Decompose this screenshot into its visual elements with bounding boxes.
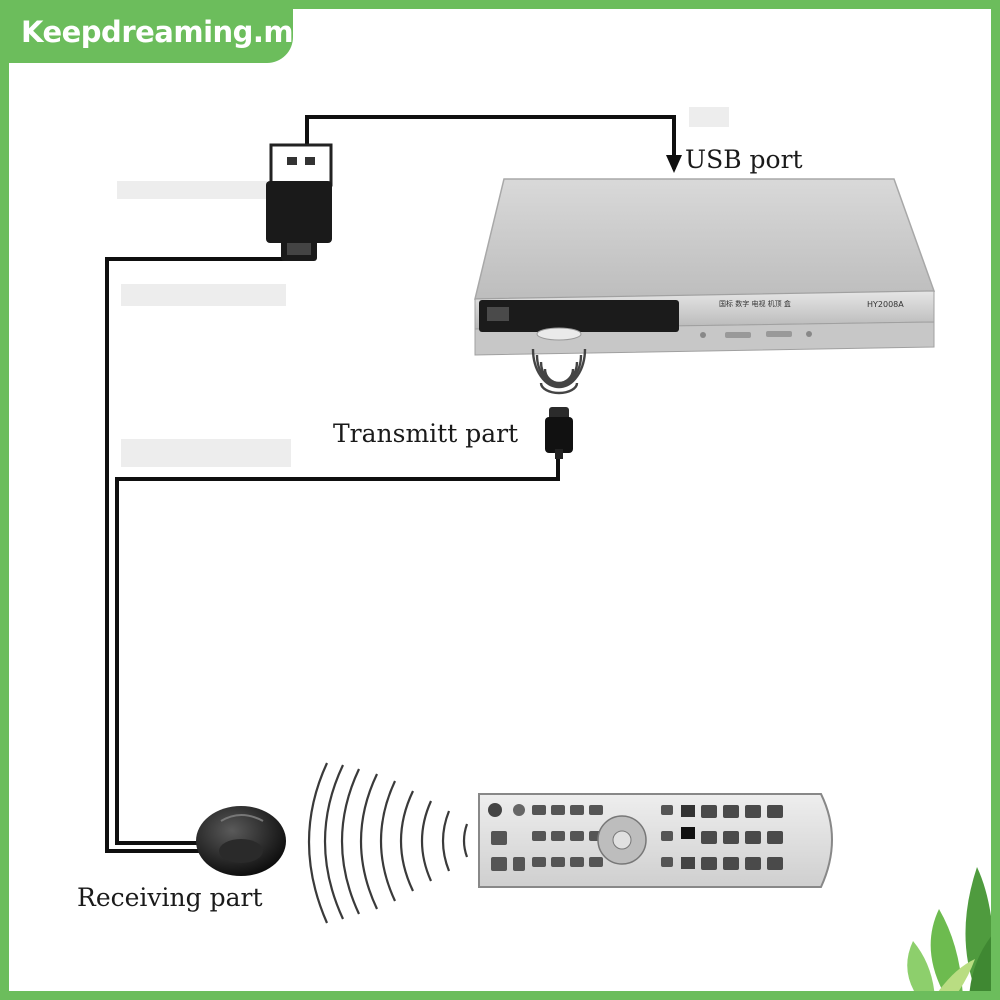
device-model-text: HY2008A [867, 300, 904, 309]
diagram-canvas: 国标 数字 电视 机顶 盒 HY2008A [9, 9, 1000, 1000]
usb-port-label: USB port [685, 145, 803, 174]
receiving-part-label: Receiving part [77, 883, 263, 912]
receive-ir-waves [309, 763, 467, 923]
plant-decoration-icon [907, 867, 999, 999]
transmit-ir-waves [533, 349, 585, 393]
usb-cable [307, 117, 674, 169]
set-top-box: 国标 数字 电视 机顶 盒 HY2008A [475, 179, 934, 355]
svg-text:国标 数字 电视 机顶 盒: 国标 数字 电视 机顶 盒 [719, 299, 791, 308]
remote-control-icon [479, 794, 832, 887]
usb-arrow-icon [666, 155, 682, 173]
usb-plug-icon [266, 145, 332, 261]
receiver-icon [196, 806, 286, 876]
transmitter-icon [545, 407, 573, 459]
watermark-text: Keepdreaming.my [21, 15, 312, 49]
transmitter-cable [117, 449, 558, 843]
transmit-part-label: Transmitt part [333, 419, 518, 448]
receiver-cable-outer [107, 259, 285, 851]
watermark-tab: Keepdreaming.my [9, 9, 293, 63]
